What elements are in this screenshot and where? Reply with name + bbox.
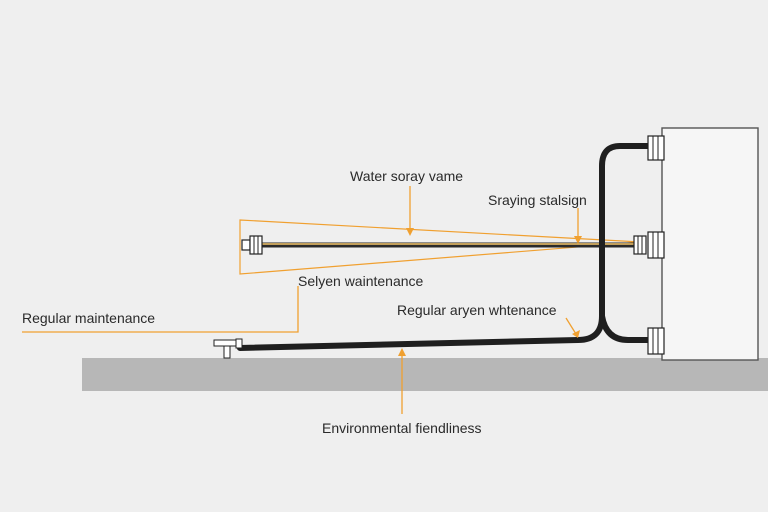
left-spray-nozzle <box>241 235 263 255</box>
control-cabinet <box>661 127 759 361</box>
cabinet-fitting-bottom <box>647 327 665 355</box>
arrow-spraying-station <box>574 236 582 244</box>
leader-regular-maintenance-left <box>22 286 299 333</box>
label-environmental-friendliness: Environmental fiendliness <box>322 420 482 436</box>
return-pipe <box>599 313 655 343</box>
leader-regular-maintenance-right <box>565 317 577 335</box>
label-regular-maintenance-left: Regular maintenance <box>22 310 156 326</box>
ground-nozzle <box>213 338 243 359</box>
cabinet-fitting-top <box>647 135 665 161</box>
arrow-water-spray <box>406 228 414 236</box>
ground-slab <box>82 358 768 391</box>
vertical-feed-pipe <box>237 143 653 351</box>
right-spray-coupling <box>633 235 647 255</box>
label-spraying-station: Sraying stalsign <box>488 192 587 208</box>
cabinet-fitting-middle <box>647 231 665 259</box>
arrow-environmental <box>398 348 406 356</box>
spray-cone <box>239 219 641 275</box>
label-regular-maintenance-right: Regular aryen whtenance <box>397 302 557 318</box>
arrow-regular-maintenance-right <box>572 330 580 338</box>
label-system-maintenance: Selyen waintenance <box>298 273 424 289</box>
label-water-spray: Water soray vame <box>350 168 464 184</box>
